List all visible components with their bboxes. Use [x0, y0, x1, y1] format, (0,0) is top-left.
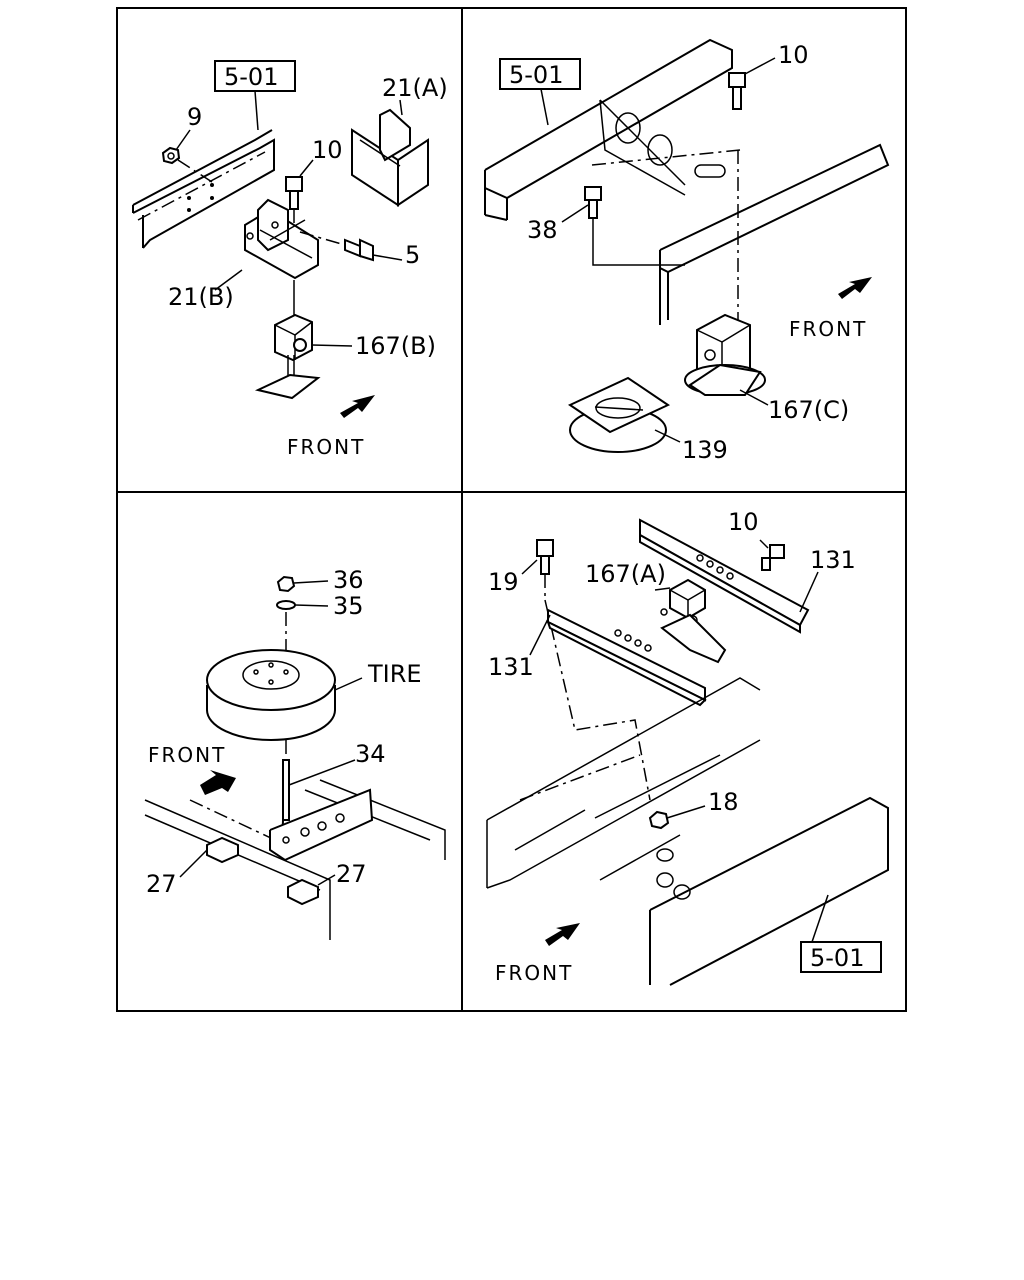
bolt-icon	[344, 238, 403, 262]
panel-top-right: 5-01 10 38 167(C)	[484, 38, 890, 464]
ref-box-label: 5-01	[810, 944, 864, 972]
pad-27	[179, 836, 239, 878]
front-arrow-icon	[340, 395, 375, 418]
callout-167a: 167(A)	[585, 560, 666, 588]
front-label: FRONT	[789, 317, 867, 341]
carrier-167c	[684, 313, 769, 406]
callout-167b: 167(B)	[355, 332, 436, 360]
tire-pan-139	[567, 376, 681, 453]
frame-rail	[486, 677, 889, 986]
carrier-167b	[254, 313, 353, 400]
frame-rail	[144, 779, 446, 940]
panel-bottom-left: 36 35 TIRE 34	[144, 566, 446, 940]
callout-167c: 167(C)	[768, 396, 849, 424]
bolt-icon	[285, 159, 314, 228]
crossmember-131-upper	[639, 518, 819, 634]
pad-27	[287, 874, 336, 906]
callout-38: 38	[527, 216, 558, 244]
callout-10: 10	[778, 41, 809, 69]
callout-27-right: 27	[336, 860, 367, 888]
bracket-21b	[214, 198, 346, 318]
callout-21a: 21(A)	[382, 74, 448, 102]
callout-34: 34	[355, 740, 386, 768]
frame	[116, 7, 907, 1012]
panel-bottom-right: 131 10 19 167(A)	[486, 508, 889, 986]
hook-bolt-34	[277, 740, 356, 832]
bolt-icon	[728, 57, 776, 110]
front-label: FRONT	[287, 435, 365, 459]
frame-rail	[484, 38, 890, 325]
callout-27-left: 27	[146, 870, 177, 898]
callout-19: 19	[488, 568, 519, 596]
callout-18: 18	[708, 788, 739, 816]
callout-131-lower: 131	[488, 653, 534, 681]
nut-icon	[648, 805, 706, 830]
spare-tire	[206, 649, 363, 741]
callout-5: 5	[405, 241, 420, 269]
nut-icon	[276, 575, 329, 593]
ref-box-label: 5-01	[224, 63, 278, 91]
front-arrow-icon	[545, 923, 580, 946]
front-label: FRONT	[148, 743, 226, 767]
callout-21b: 21(B)	[168, 283, 234, 311]
callout-9: 9	[187, 103, 202, 131]
ref-box-5-01: 5-01	[214, 60, 296, 131]
callout-10: 10	[312, 136, 343, 164]
front-label: FRONT	[495, 961, 573, 985]
carrier-167a	[654, 578, 727, 664]
frame-rail	[132, 129, 275, 249]
bolt-icon	[521, 539, 651, 801]
crossmember-131-lower	[529, 608, 707, 707]
bolt-icon	[759, 539, 785, 571]
callout-139: 139	[682, 436, 728, 464]
bracket-21a	[351, 99, 429, 207]
bolt-icon	[561, 186, 685, 266]
ref-box-5-01: 5-01	[499, 58, 581, 126]
ref-box-5-01: 5-01	[800, 894, 882, 973]
front-arrow-icon	[200, 770, 236, 795]
tire-label: TIRE	[367, 660, 422, 688]
ref-box-label: 5-01	[509, 61, 563, 89]
callout-131-upper: 131	[810, 546, 856, 574]
front-arrow-icon	[838, 277, 872, 299]
panel-top-left: 5-01 9 10 21(A)	[132, 60, 448, 459]
callout-35: 35	[333, 592, 364, 620]
nut-icon	[161, 129, 213, 183]
callout-36: 36	[333, 566, 364, 594]
callout-10: 10	[728, 508, 759, 536]
